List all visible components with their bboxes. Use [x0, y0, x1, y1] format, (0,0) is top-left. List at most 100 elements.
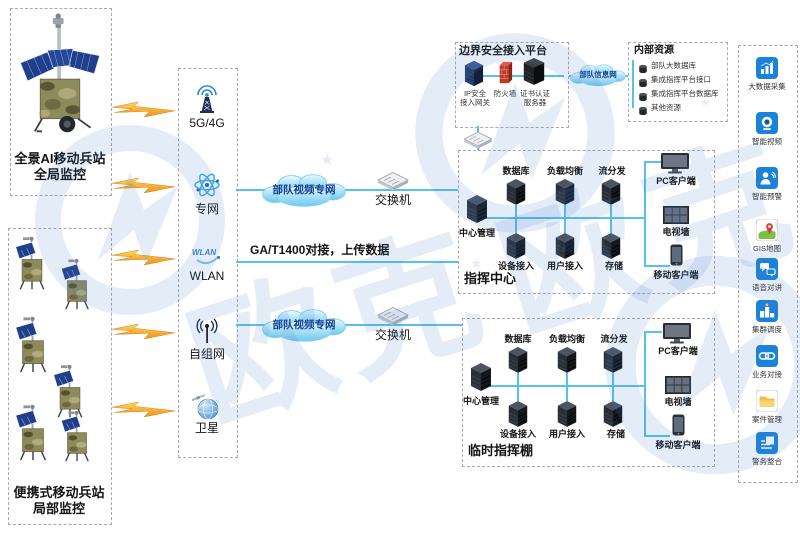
server-icon	[553, 230, 577, 265]
app-label: GIS地图	[753, 244, 781, 253]
cluster-dispatch-app-icon	[756, 300, 778, 322]
mobile-client-label: 移动客户端	[655, 440, 701, 450]
connector	[566, 373, 568, 385]
database-server-label: 数据库	[502, 166, 530, 176]
temp-backbone-line	[474, 385, 645, 387]
switch-label: 交换机	[374, 328, 411, 342]
ip-gateway-label-line2: 接入网关	[460, 98, 490, 107]
client-bracket-line	[644, 331, 646, 437]
server-icon	[555, 398, 579, 433]
server-icon	[506, 344, 530, 379]
app-label: 案件管理	[752, 415, 782, 424]
network-label-wlan: WLAN	[189, 269, 225, 283]
lightning-bolt-icon	[112, 322, 176, 345]
switch-label: 交换机	[374, 193, 411, 207]
loadbalance-server-label: 负载均衡	[548, 334, 585, 344]
pc-client-label: PC客户端	[656, 176, 696, 186]
firewall-icon	[497, 60, 513, 90]
stream-server-label: 流分发	[598, 166, 626, 176]
server-icon	[464, 192, 490, 229]
resource-item: 集成指挥平台接口	[651, 75, 711, 84]
server-icon	[601, 398, 625, 433]
resources-bus-line	[632, 60, 634, 108]
device-access-label: 设备接入	[500, 429, 537, 439]
gat1400-link-label: GA/T1400对接，上传数据	[250, 243, 390, 257]
info-network-cloud-label: 部队信息网	[579, 70, 617, 79]
stream-server-label: 流分发	[600, 334, 628, 344]
temp-command-title: 临时指挥棚	[468, 443, 534, 458]
tv-wall-label: 电视墙	[664, 397, 692, 407]
database-server-label: 数据库	[504, 334, 532, 344]
connector	[610, 219, 612, 233]
panoramic-station-image	[15, 12, 105, 153]
connector	[564, 219, 566, 233]
resource-item: 其他资源	[651, 103, 681, 112]
network-label-5g4g: 5G/4G	[189, 116, 225, 130]
network-label-satellite: 卫星	[194, 421, 219, 435]
server-icon	[504, 230, 528, 265]
connector	[644, 161, 662, 163]
server-icon	[599, 176, 623, 211]
connector	[644, 435, 670, 437]
server-icon	[553, 176, 577, 211]
connector	[517, 373, 519, 385]
connector	[644, 265, 670, 267]
connector	[515, 219, 517, 233]
command-center-title: 指挥中心	[464, 271, 517, 286]
connector	[517, 387, 519, 401]
server-icon	[599, 230, 623, 265]
storage-label: 存储	[604, 261, 623, 271]
portable-station-sublabel: 局部监控	[32, 501, 85, 516]
connector	[644, 331, 662, 333]
center-mgmt-label: 中心管理	[458, 228, 495, 238]
link-adhoc-to-temp	[236, 324, 462, 326]
panoramic-station-label: 全景AI移动兵站	[14, 151, 106, 166]
app-label: 业务对接	[752, 370, 782, 379]
app-label: 语音对讲	[752, 283, 782, 292]
portable-station-image	[58, 258, 96, 317]
video-network-cloud-label: 部队视频专网	[272, 319, 336, 331]
case-management-app-icon	[755, 389, 779, 413]
server-icon	[555, 344, 579, 379]
server-icon	[504, 176, 528, 211]
database-small-icon	[638, 103, 648, 121]
voice-intercom-app-icon	[756, 258, 778, 280]
device-access-label: 设备接入	[498, 261, 535, 271]
5g-4g-tower-icon	[192, 84, 222, 119]
link-private-to-command	[236, 189, 458, 191]
portable-station-image	[12, 316, 54, 380]
user-access-label: 用户接入	[549, 429, 586, 439]
app-label: 警务整合	[752, 457, 782, 466]
loadbalance-server-label: 负载均衡	[546, 166, 583, 176]
tv-wall-label: 电视墙	[662, 227, 690, 237]
app-label: 大数据采集	[748, 82, 786, 91]
storage-label: 存储	[606, 429, 625, 439]
network-label-private: 专网	[194, 202, 219, 216]
adhoc-antenna-icon	[192, 318, 222, 350]
bigdata-collect-app-icon	[756, 57, 778, 79]
lightning-bolt-icon	[112, 100, 176, 123]
app-label: 智能预警	[752, 192, 782, 201]
tv-wall-icon	[663, 206, 689, 229]
app-label: 智能视频	[752, 137, 782, 146]
network-label-adhoc: 自组网	[188, 347, 225, 361]
smart-alert-app-icon	[756, 167, 778, 189]
center-mgmt-label: 中心管理	[462, 396, 499, 406]
connector	[566, 387, 568, 401]
connector	[610, 205, 612, 217]
pc-client-icon	[660, 152, 690, 179]
lightning-bolt-icon	[112, 176, 176, 199]
portable-station-image	[58, 410, 96, 469]
server-icon	[506, 398, 530, 433]
lightning-bolt-icon	[112, 248, 176, 271]
command-backbone-line	[470, 217, 645, 219]
video-network-cloud-label: 部队视频专网	[272, 184, 336, 196]
link-gat1400	[236, 261, 458, 263]
portable-station-image	[12, 404, 54, 468]
server-icon	[468, 360, 494, 397]
app-label: 集群调度	[752, 325, 782, 334]
gis-map-app-icon	[755, 218, 779, 242]
resource-item: 部队大数据库	[651, 61, 696, 70]
portable-station-label: 便携式移动兵站	[13, 485, 105, 500]
